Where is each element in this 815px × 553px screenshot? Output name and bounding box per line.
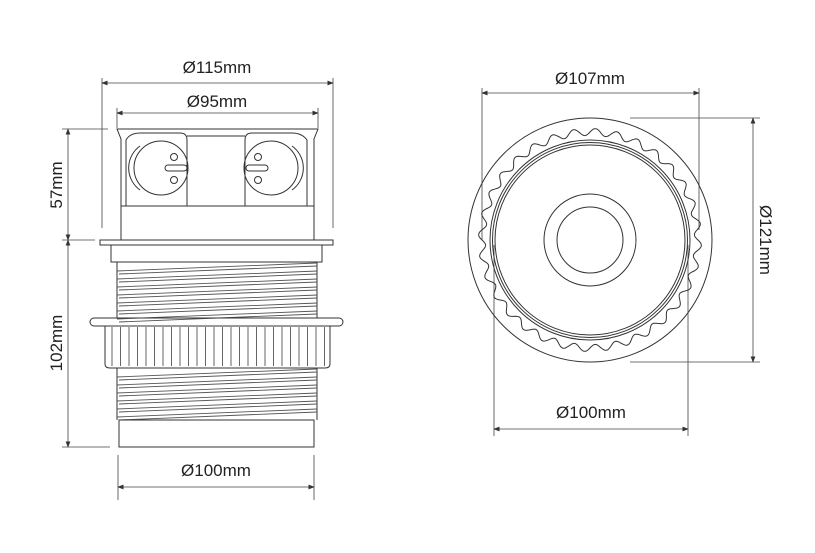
- dim-label-95: Ø95mm: [187, 92, 247, 111]
- dimension-107: Ø107mm: [481, 69, 700, 240]
- thread-line: [116, 294, 318, 304]
- dimension-57: 57mm: [47, 128, 108, 241]
- socket-tower: [116, 128, 319, 241]
- dimension-95: Ø95mm: [116, 92, 319, 128]
- dimension-100-side: Ø100mm: [117, 455, 315, 500]
- thread-line: [116, 376, 318, 386]
- dimension-102: 102mm: [47, 239, 110, 448]
- base: [118, 419, 315, 448]
- thread-line: [118, 305, 318, 315]
- dim-label-100-side: Ø100mm: [181, 461, 251, 480]
- knurled-ring: [478, 128, 702, 352]
- thread-line: [116, 408, 318, 418]
- dim-label-115: Ø115mm: [183, 58, 252, 77]
- dimension-121: Ø121mm: [630, 117, 775, 363]
- thread-line: [118, 297, 318, 307]
- thread-line: [118, 403, 318, 413]
- thread-line: [118, 265, 318, 275]
- thread-line: [116, 392, 318, 402]
- locking-ring: [89, 317, 344, 369]
- dimension-100-top: Ø100mm: [493, 245, 689, 436]
- dimension-115: Ø115mm: [101, 58, 334, 228]
- thread-line: [116, 270, 318, 280]
- inner-ring: [492, 142, 688, 338]
- thread-line: [116, 368, 318, 378]
- dim-label-57: 57mm: [47, 161, 66, 208]
- inner-ring: [494, 144, 686, 336]
- outer-rim: [467, 117, 713, 363]
- dim-label-121: Ø121mm: [756, 205, 775, 275]
- dim-label-102: 102mm: [47, 315, 66, 372]
- thread-line: [118, 281, 318, 291]
- side-view: Ø115mm Ø95mm 57mm 102mm Ø100mm: [47, 58, 344, 500]
- thread-line: [116, 400, 318, 410]
- center-ring-inner: [556, 206, 624, 274]
- flange: [99, 239, 334, 246]
- thread-line: [116, 286, 318, 296]
- thread-line: [118, 379, 318, 389]
- thread-line: [118, 289, 318, 299]
- sleeve: [110, 244, 323, 263]
- socket-left: [125, 132, 189, 206]
- socket-right: [243, 132, 308, 206]
- thread-line: [118, 273, 318, 283]
- thread-line: [116, 278, 318, 288]
- threaded-body: [116, 262, 318, 421]
- dim-label-100-top: Ø100mm: [556, 403, 626, 422]
- thread-line: [118, 395, 318, 405]
- center-ring-outer: [543, 193, 637, 287]
- inner-ring: [489, 139, 691, 341]
- top-view: Ø107mm Ø121mm Ø100mm: [467, 69, 775, 436]
- thread-line: [116, 302, 318, 312]
- thread-line: [118, 387, 318, 397]
- thread-line: [116, 384, 318, 394]
- thread-line: [118, 411, 318, 421]
- thread-line: [116, 262, 318, 272]
- dim-label-107: Ø107mm: [555, 69, 625, 88]
- thread-line: [118, 371, 318, 381]
